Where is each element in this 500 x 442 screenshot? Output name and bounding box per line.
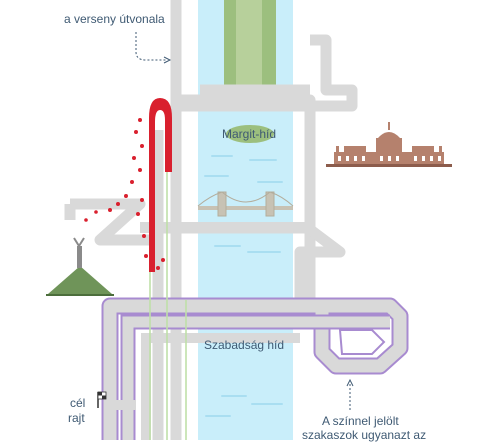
szabadsag-bridge-label: Szabadság híd [204, 338, 285, 352]
runners-crowd [84, 98, 172, 272]
note-line-2: szakaszok ugyanazt az [302, 428, 427, 442]
chain-bridge-icon [197, 191, 294, 217]
checkered-flag-icon [97, 391, 107, 408]
finish-label: cél [70, 396, 86, 410]
highlighted-loop [101, 297, 409, 440]
green-lane [149, 120, 187, 440]
parliament-building-icon [326, 122, 452, 167]
route-label: a verseny útvonala [64, 12, 165, 26]
margit-bridge-label: Margit-híd [222, 127, 277, 141]
liberty-statue-icon [46, 237, 114, 296]
leader-lines [135, 32, 351, 410]
start-label: rajt [68, 411, 85, 425]
bridge-decks [140, 100, 308, 233]
note-line-1: A színnel jelölt [322, 414, 399, 428]
